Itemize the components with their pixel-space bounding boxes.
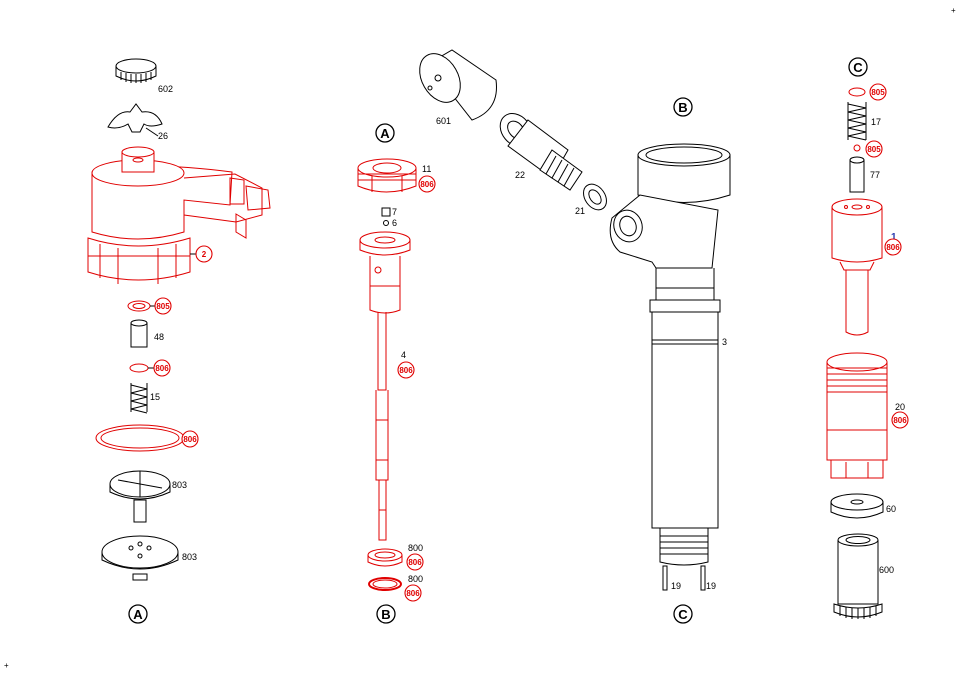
part-15-spring	[130, 383, 148, 414]
section-c-bottom-text: C	[678, 607, 688, 622]
label-800-upper: 800	[408, 543, 423, 553]
label-600: 600	[879, 565, 894, 575]
badge-805-a	[154, 297, 172, 315]
section-a-top	[375, 123, 395, 143]
badge-806-4-text: 806	[399, 366, 413, 375]
section-c-top-text: C	[853, 60, 863, 75]
badge-806-800a	[406, 553, 424, 571]
part-806-small-ring	[129, 363, 149, 373]
label-22: 22	[515, 170, 525, 180]
part-803-anchor	[109, 470, 171, 523]
badge-806-4	[397, 361, 415, 379]
section-b-bottom	[376, 604, 396, 624]
corner-mark-bottom-left: +	[4, 661, 9, 670]
badge-805-c2	[865, 140, 883, 158]
label-26: 26	[158, 131, 168, 141]
part-601-cap	[419, 49, 497, 121]
callout-2	[195, 245, 213, 263]
part-805-ring-c1	[848, 87, 866, 97]
section-b-top	[673, 97, 693, 117]
badge-806-1-text: 806	[886, 243, 900, 252]
badge-806-20	[891, 411, 909, 429]
part-7-bush	[381, 207, 391, 217]
part-22-inlet-connector	[499, 113, 583, 191]
badge-805-c1	[869, 83, 887, 101]
label-19-right: 19	[706, 581, 716, 591]
label-7: 7	[392, 207, 397, 217]
part-602-nut	[115, 58, 157, 83]
badge-806-800b	[404, 584, 422, 602]
part-77-pin	[849, 156, 865, 193]
column-valve: A 11 806 7 6	[357, 123, 436, 624]
section-b-top-text: B	[678, 100, 687, 115]
part-4-valve-stem	[359, 231, 411, 541]
part-806-large-ring	[95, 424, 185, 452]
label-60: 60	[886, 504, 896, 514]
corner-mark-top-right: +	[951, 6, 956, 15]
label-77: 77	[870, 170, 880, 180]
label-17: 17	[871, 117, 881, 127]
label-800-lower: 800	[408, 574, 423, 584]
badge-806-ring-text: 806	[183, 435, 197, 444]
part-48-sleeve	[130, 319, 148, 348]
badge-806-ring	[181, 430, 199, 448]
label-20: 20	[895, 402, 905, 412]
label-602: 602	[158, 84, 173, 94]
part-11-valve-nut	[357, 158, 417, 193]
label-19-left: 19	[671, 581, 681, 591]
part-6-ball	[383, 220, 389, 226]
part-60-washer	[830, 493, 884, 519]
badge-806-a-text: 806	[155, 364, 169, 373]
part-17-spring	[847, 102, 867, 141]
badge-806-1	[884, 238, 902, 256]
label-3: 3	[722, 337, 727, 347]
badge-805-a-text: 805	[156, 302, 170, 311]
label-15: 15	[150, 392, 160, 402]
section-c-top	[848, 57, 868, 77]
column-injector-body: 601 22 21 B	[419, 49, 731, 624]
section-a-bottom-text: A	[133, 607, 143, 622]
badge-805-c2-text: 805	[867, 145, 881, 154]
part-21-washer	[583, 183, 607, 211]
section-a-top-text: A	[380, 126, 390, 141]
label-21: 21	[575, 206, 585, 216]
badge-806-800b-text: 806	[406, 589, 420, 598]
part-803-plate	[101, 535, 179, 581]
badge-806-11	[418, 175, 436, 193]
section-b-bottom-text: B	[381, 607, 390, 622]
part-800-lower-ring	[368, 577, 402, 591]
label-601: 601	[436, 116, 451, 126]
label-803-upper: 803	[172, 480, 187, 490]
label-4: 4	[401, 350, 406, 360]
callout-1: 1	[891, 232, 897, 243]
part-3-injector-body	[609, 143, 731, 591]
column-solenoid-assembly: 602 26 2 805	[87, 58, 271, 624]
section-a-bottom	[128, 604, 148, 624]
column-nozzle: C 805 17 805 77 1	[826, 57, 909, 619]
callout-2-text: 2	[202, 250, 207, 259]
part-1-nozzle	[831, 198, 883, 336]
label-803-lower: 803	[182, 552, 197, 562]
part-600-sleeve	[833, 533, 883, 619]
part-26-clip	[107, 103, 163, 133]
part-805-ring	[127, 300, 151, 312]
label-48: 48	[154, 332, 164, 342]
section-c-bottom	[673, 604, 693, 624]
badge-805-c1-text: 805	[871, 88, 885, 97]
part-805-ring-c2	[853, 144, 861, 152]
badge-806-800a-text: 806	[408, 558, 422, 567]
part-20-nozzle-nut	[826, 352, 888, 479]
badge-806-20-text: 806	[893, 416, 907, 425]
badge-806-a	[153, 359, 171, 377]
part-800-upper-ring	[367, 548, 403, 567]
part-2-solenoid	[87, 146, 271, 284]
badge-806-11-text: 806	[420, 180, 434, 189]
label-6: 6	[392, 218, 397, 228]
label-11: 11	[422, 164, 431, 174]
